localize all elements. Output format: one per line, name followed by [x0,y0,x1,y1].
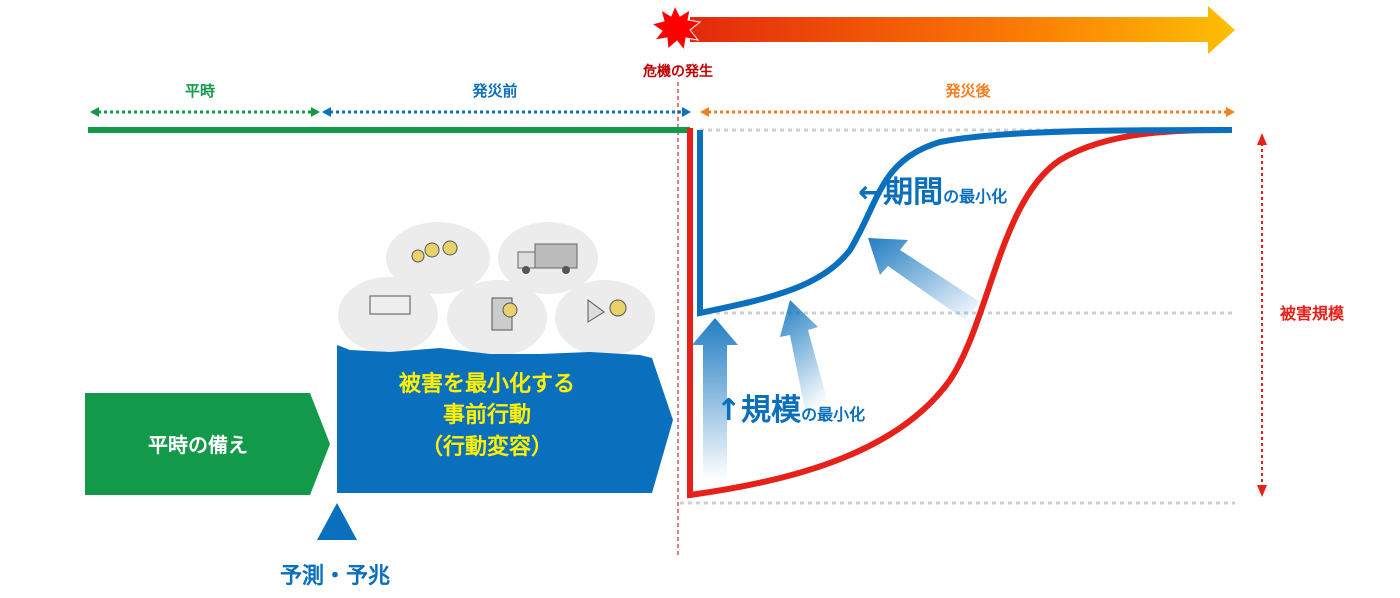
pre-action-line2: 事前行動 [443,402,531,428]
truck-icon [517,243,578,274]
scale-reduction-main: ↑規模の最小化 [716,393,865,428]
label-pre-disaster: 発災前 [471,82,517,100]
explosion-icon [650,4,702,52]
label-crisis-occurrence: 危機の発生 [642,63,713,80]
scale-reduction-diagonal-arrow [780,300,832,425]
scale-reduction-arrow [692,318,738,480]
illustration-carrying [338,277,438,353]
pre-action-line3: （行動変容） [421,434,553,460]
damage-scale-arrow [1257,133,1267,497]
damage-curve-without-measures [687,127,1233,499]
reference-lines [680,128,1235,505]
label-normal: 平時 [185,82,215,100]
normal-preparation-label: 平時の備え [148,433,248,457]
pre-action-line1: 被害を最小化する [399,371,575,397]
illustration-people [369,240,627,331]
normal-preparation-block [85,393,330,495]
period-normal-arrow [90,107,320,117]
action-illustrations [338,222,655,356]
period-post-disaster-arrow [700,107,1235,117]
illustration-megaphone [555,280,655,356]
period-pre-disaster-arrow [322,107,691,117]
forecast-label: 予測・予兆 [280,564,390,589]
duration-reduction-main: ←期間の最小化 [858,175,1007,210]
forecast-marker-icon [317,503,357,540]
duration-reduction-arrow [868,238,980,320]
post-disaster-timeline-arrow [690,6,1235,54]
pre-disaster-action-block [337,345,673,493]
damage-curve-with-measures [697,127,1233,317]
illustration-workers-meeting [386,222,490,294]
label-damage-scale: 被害規模 [1280,304,1345,323]
label-post-disaster: 発災後 [944,82,991,100]
